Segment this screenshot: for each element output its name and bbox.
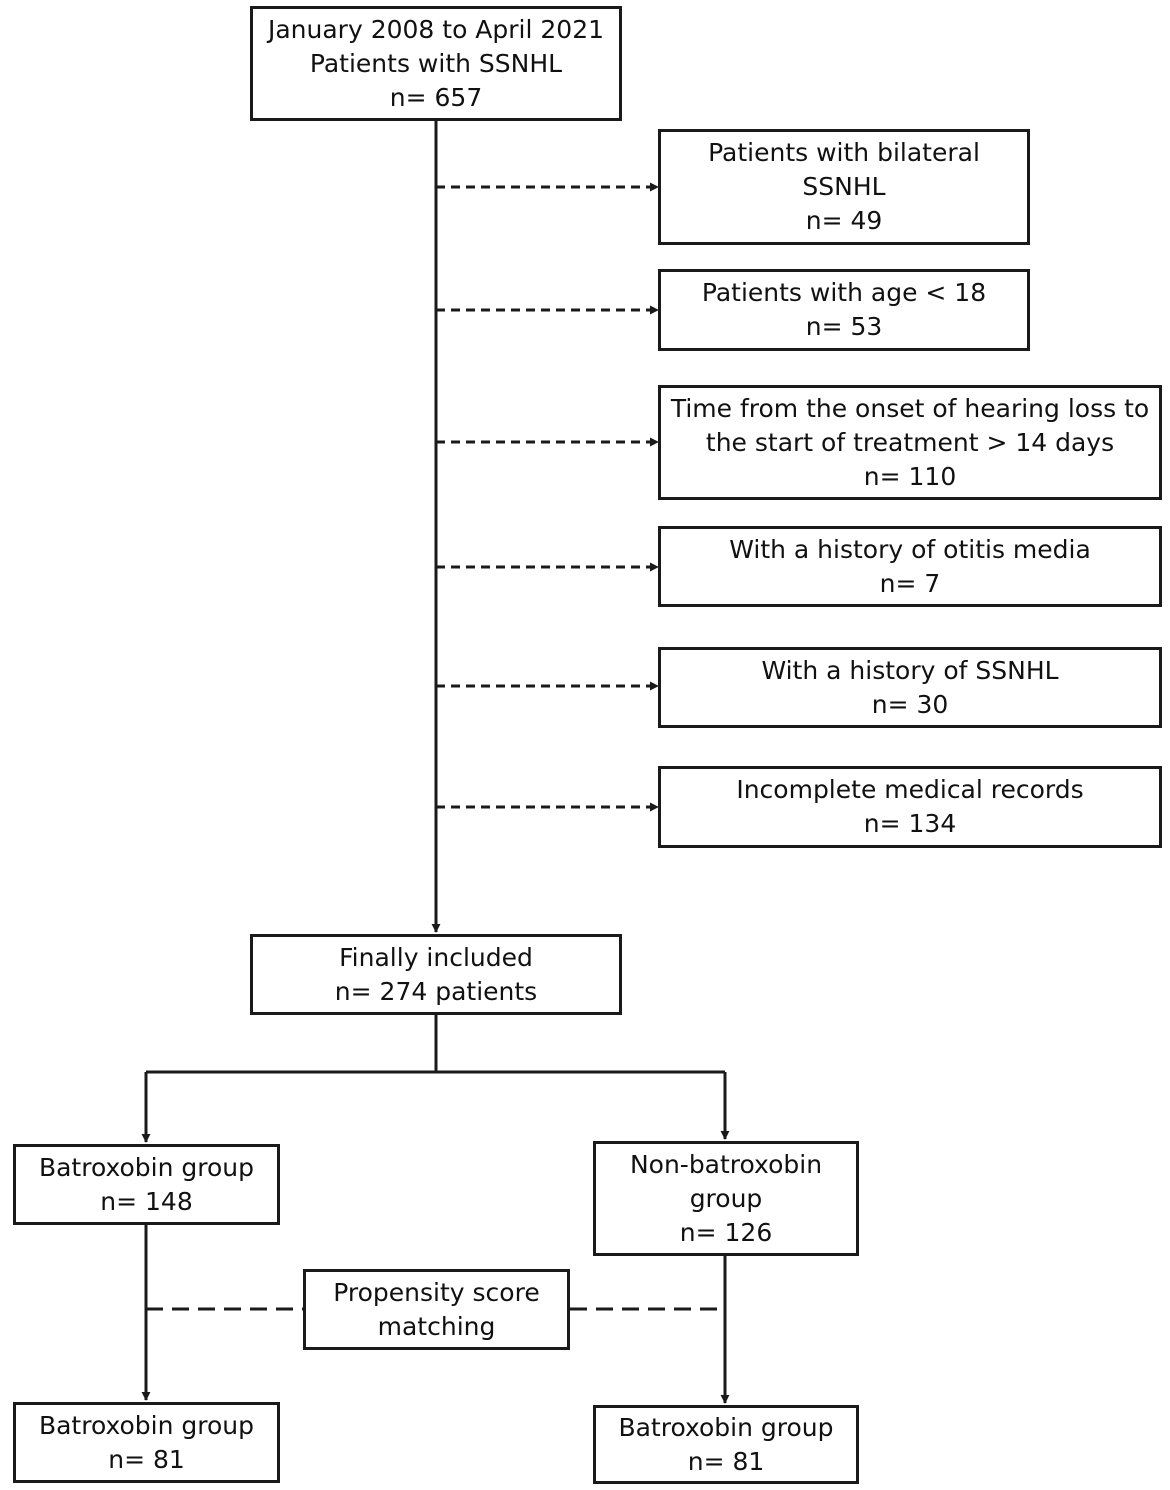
- non-batroxobin-line-2: group: [689, 1183, 763, 1213]
- exclusion-box-time: Time from the onset of hearing loss to t…: [658, 385, 1162, 500]
- time-line-1: Time from the onset of hearing loss to: [670, 393, 1150, 423]
- time-line-2: the start of treatment > 14 days: [705, 427, 1115, 457]
- non-batroxobin-line-1: Non-batroxobin: [629, 1149, 823, 1179]
- exclusion-box-records: Incomplete medical records n= 134: [658, 766, 1162, 848]
- start-box: January 2008 to April 2021 Patients with…: [250, 6, 622, 121]
- exclusion-box-bilateral: Patients with bilateral SSNHL n= 49: [658, 129, 1030, 245]
- psm-line-1: Propensity score: [333, 1277, 540, 1307]
- non-batroxobin-line-3: n= 126: [679, 1217, 773, 1247]
- exclusion-box-otitis: With a history of otitis media n= 7: [658, 526, 1162, 607]
- records-line-2: n= 134: [863, 809, 957, 838]
- age-line-2: n= 53: [805, 312, 883, 341]
- batroxobin-line-1: Batroxobin group: [38, 1152, 255, 1182]
- history-line-1: With a history of SSNHL: [761, 655, 1059, 685]
- matched-left-box: Batroxobin group n= 81: [13, 1402, 280, 1483]
- matched-left-line-2: n= 81: [108, 1444, 185, 1474]
- start-line-1: January 2008 to April 2021: [267, 14, 605, 44]
- records-line-1: Incomplete medical records: [736, 775, 1084, 804]
- non-batroxobin-group-box: Non-batroxobin group n= 126: [593, 1141, 859, 1256]
- start-line-2: Patients with SSNHL: [309, 48, 563, 78]
- included-box: Finally included n= 274 patients: [250, 934, 622, 1015]
- start-line-3: n= 657: [389, 82, 483, 112]
- matched-right-line-2: n= 81: [687, 1446, 765, 1476]
- bilateral-line-3: n= 49: [805, 206, 883, 235]
- matched-right-line-1: Batroxobin group: [618, 1412, 834, 1442]
- bilateral-line-1: Patients with bilateral: [708, 138, 980, 167]
- bilateral-line-2: SSNHL: [802, 172, 886, 201]
- history-line-2: n= 30: [871, 689, 949, 719]
- age-line-1: Patients with age < 18: [701, 278, 987, 307]
- batroxobin-group-box: Batroxobin group n= 148: [13, 1144, 280, 1225]
- included-line-2: n= 274 patients: [334, 976, 538, 1006]
- otitis-line-2: n= 7: [879, 568, 941, 598]
- included-line-1: Finally included: [339, 942, 533, 972]
- exclusion-box-history: With a history of SSNHL n= 30: [658, 647, 1162, 728]
- matched-left-line-1: Batroxobin group: [38, 1410, 255, 1440]
- time-line-3: n= 110: [863, 461, 957, 491]
- exclusion-box-age: Patients with age < 18 n= 53: [658, 269, 1030, 351]
- batroxobin-line-2: n= 148: [100, 1186, 193, 1216]
- psm-line-2: matching: [377, 1311, 496, 1341]
- matched-right-box: Batroxobin group n= 81: [593, 1405, 859, 1484]
- propensity-score-box: Propensity score matching: [303, 1269, 570, 1350]
- otitis-line-1: With a history of otitis media: [729, 534, 1091, 564]
